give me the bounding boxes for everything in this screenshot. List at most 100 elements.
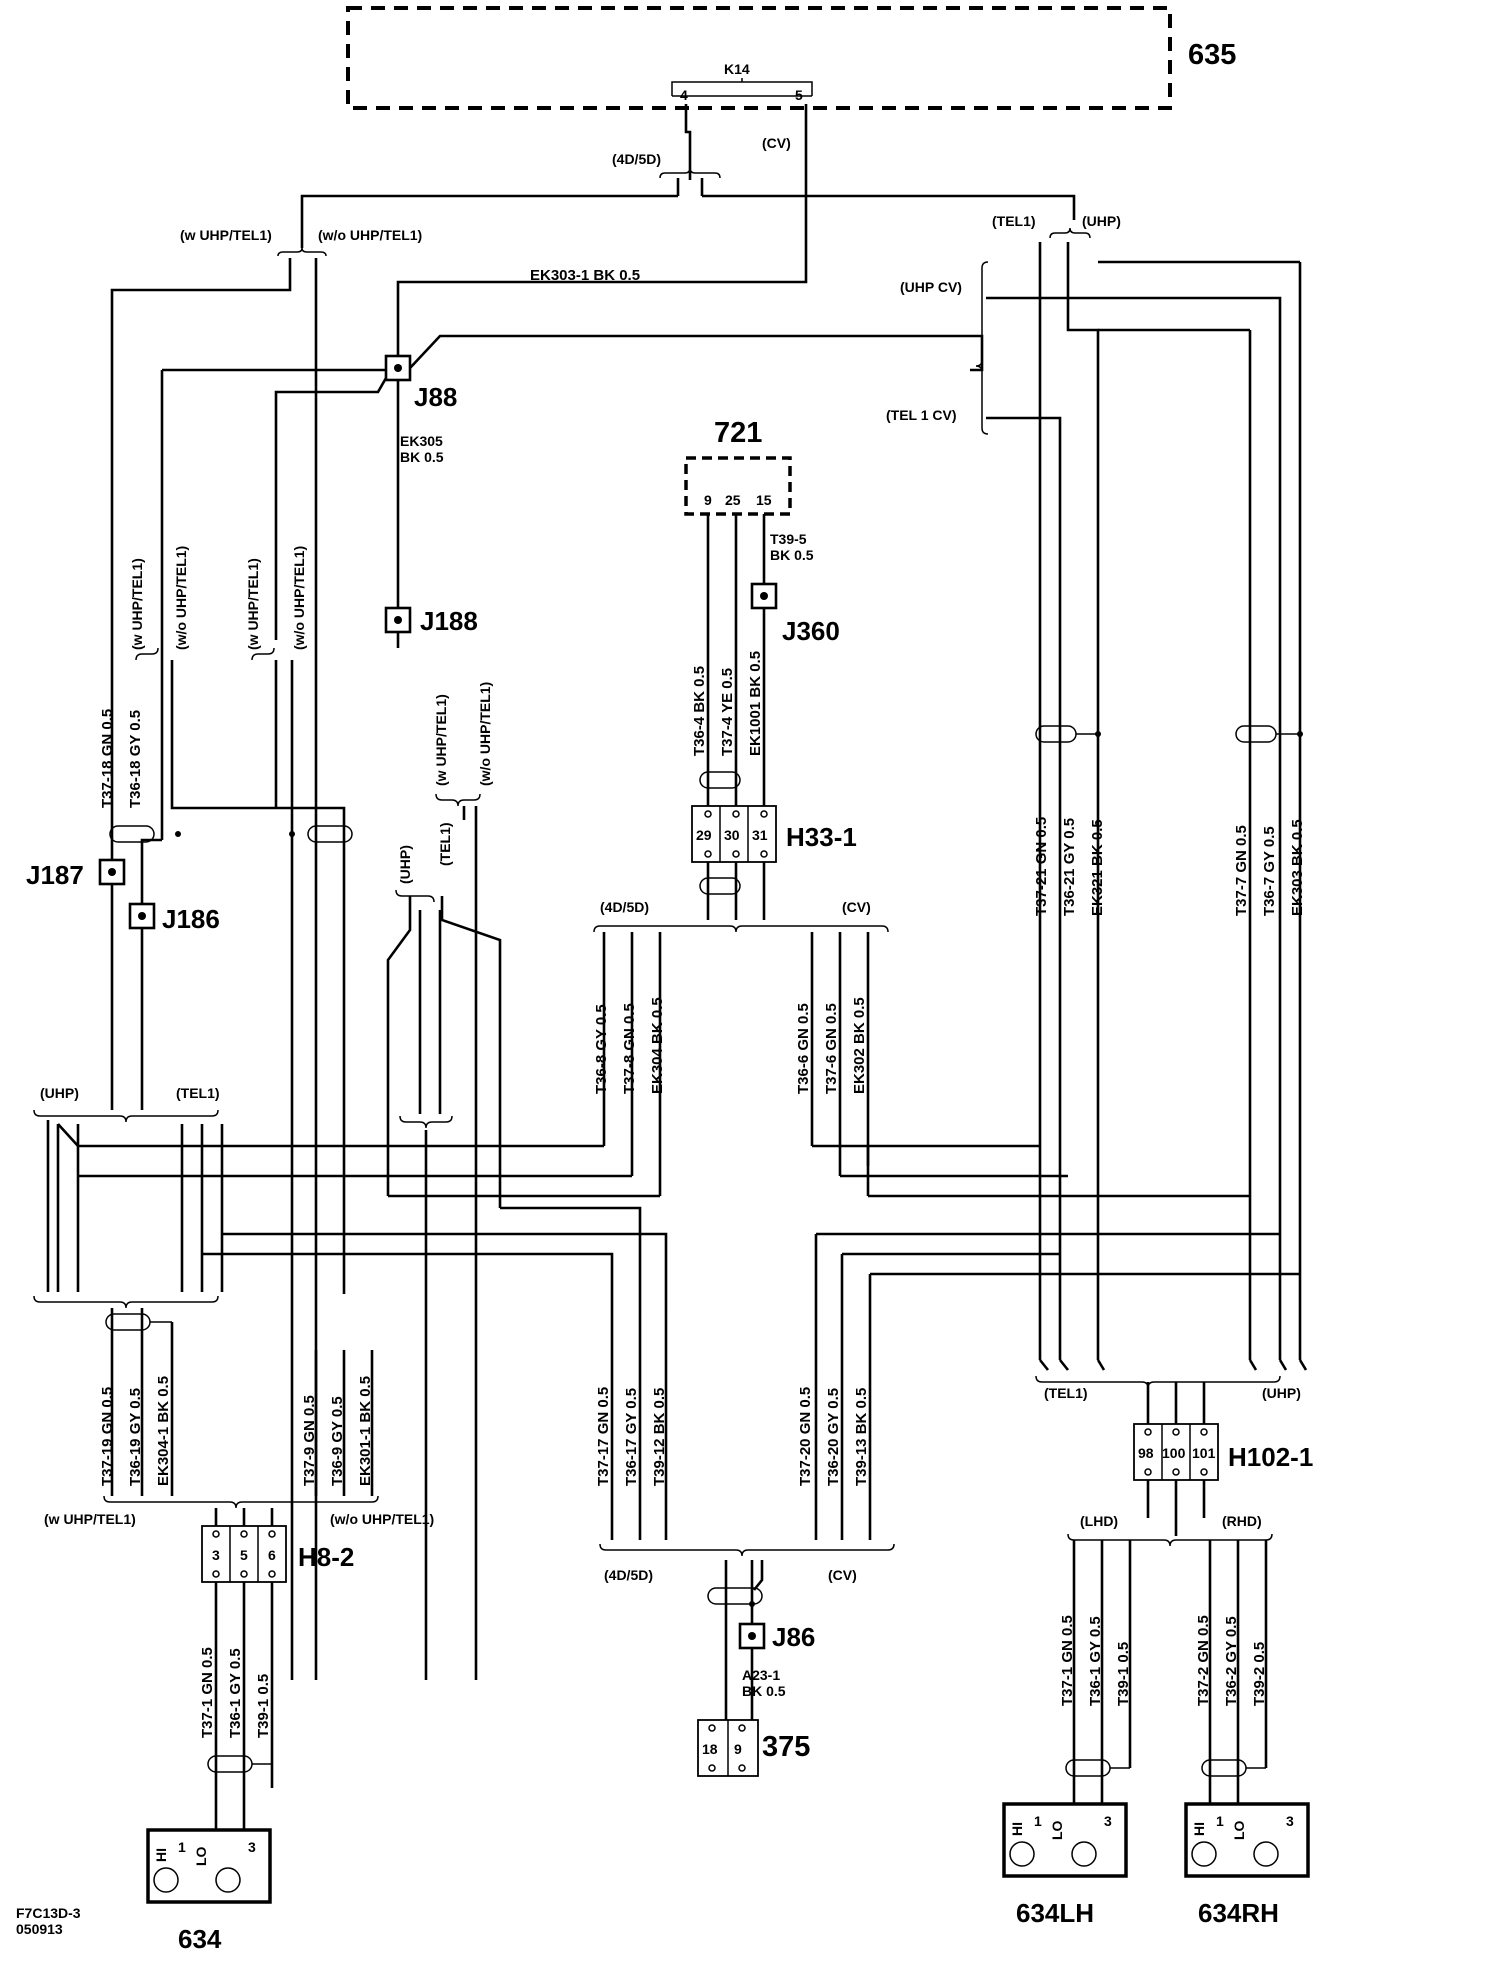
wire-t36-9: T36-9 GY 0.5 xyxy=(329,1396,346,1486)
wire-t36-18: T36-18 GY 0.5 xyxy=(127,710,144,808)
module-375-label: 375 xyxy=(762,1731,810,1763)
wire-t37-6: T37-6 GN 0.5 xyxy=(823,1003,840,1094)
label-cv-top: (CV) xyxy=(762,135,791,151)
label-lhd: (LHD) xyxy=(1080,1513,1118,1529)
m721-pin-15: 15 xyxy=(756,492,772,508)
wire-t39-2-rh: T39-2 0.5 xyxy=(1251,1642,1268,1706)
label-tel1-left: (TEL1) xyxy=(176,1085,220,1101)
svg-text:HI: HI xyxy=(153,1848,169,1862)
h102-pin-98: 98 xyxy=(1138,1445,1154,1461)
h102-pin-101: 101 xyxy=(1192,1445,1216,1461)
label-uhp-left: (UHP) xyxy=(40,1085,79,1101)
connector-k14-label: K14 xyxy=(724,61,750,77)
wire-t37-21: T37-21 GN 0.5 xyxy=(1033,817,1050,916)
h33-pin-29: 29 xyxy=(696,827,712,843)
wire-t39-13: T39-13 BK 0.5 xyxy=(853,1388,870,1486)
label-wo-uhp-tel1-a: (w/o UHP/TEL1) xyxy=(173,546,189,650)
junction-j188-label: J188 xyxy=(420,606,478,636)
k14-pin-5: 5 xyxy=(795,87,803,103)
svg-text:1: 1 xyxy=(1034,1813,1042,1829)
wire-t37-4: T37-4 YE 0.5 xyxy=(719,668,736,756)
label-uhp-right-top: (UHP) xyxy=(1082,213,1121,229)
label-4d5d-bottom: (4D/5D) xyxy=(604,1567,653,1583)
m375-pin-9: 9 xyxy=(734,1741,742,1757)
label-wo-uhp-tel1-b: (w/o UHP/TEL1) xyxy=(291,546,307,650)
wire-ek304: EK304 BK 0.5 xyxy=(649,997,666,1094)
wire-t36-1-left: T36-1 GY 0.5 xyxy=(227,1648,244,1738)
wire-t37-17: T37-17 GN 0.5 xyxy=(595,1387,612,1486)
svg-text:LO: LO xyxy=(1049,1820,1065,1840)
wire-t36-19: T36-19 GY 0.5 xyxy=(127,1388,144,1486)
wire-t36-21: T36-21 GY 0.5 xyxy=(1061,818,1078,916)
microphone-634lh xyxy=(1002,1802,1128,1878)
label-w-uhp-tel1-c: (w UHP/TEL1) xyxy=(433,694,449,786)
label-cv-bottom: (CV) xyxy=(828,1567,857,1583)
junction-j86-label: J86 xyxy=(772,1622,815,1652)
svg-text:3: 3 xyxy=(1104,1813,1112,1829)
connector-h102-1-label: H102-1 xyxy=(1228,1442,1313,1472)
wire-ek321: EK321 BK 0.5 xyxy=(1089,819,1106,916)
wire-a23-1-a: A23-1 xyxy=(742,1667,780,1683)
label-4d5d-top: (4D/5D) xyxy=(612,151,661,167)
wire-t37-1-left: T37-1 GN 0.5 xyxy=(199,1647,216,1738)
wire-t36-1-lh: T36-1 GY 0.5 xyxy=(1087,1616,1104,1706)
microphone-634rh xyxy=(1184,1802,1310,1878)
wire-ek304-1: EK304-1 BK 0.5 xyxy=(155,1376,172,1486)
label-w-uhp-tel1-b: (w UHP/TEL1) xyxy=(245,558,261,650)
h102-pin-100: 100 xyxy=(1162,1445,1186,1461)
microphone-634-capsule xyxy=(153,1867,179,1893)
wire-t36-20: T36-20 GY 0.5 xyxy=(825,1388,842,1486)
wire-t37-20: T37-20 GN 0.5 xyxy=(797,1387,814,1486)
wire-ek303-1: EK303-1 BK 0.5 xyxy=(530,267,640,284)
wire-t37-9: T37-9 GN 0.5 xyxy=(301,1395,318,1486)
connector-h8-2-label: H8-2 xyxy=(298,1542,354,1572)
label-cv-mid: (CV) xyxy=(842,899,871,915)
svg-text:HI: HI xyxy=(1009,1822,1025,1836)
m721-pin-25: 25 xyxy=(725,492,741,508)
m375-pin-18: 18 xyxy=(702,1741,718,1757)
diagram-date: 050913 xyxy=(16,1921,63,1937)
junction-j186-label: J186 xyxy=(162,904,220,934)
label-tel1-bottom-right: (TEL1) xyxy=(1044,1385,1088,1401)
wire-ek301-1: EK301-1 BK 0.5 xyxy=(357,1376,374,1486)
label-w-uhp-tel1-a: (w UHP/TEL1) xyxy=(129,558,145,650)
label-tel1-cv: (TEL 1 CV) xyxy=(886,407,957,423)
wire-t39-12: T39-12 BK 0.5 xyxy=(651,1388,668,1486)
h8-pin-3: 3 xyxy=(212,1547,220,1563)
wire-t36-17: T36-17 GY 0.5 xyxy=(623,1388,640,1486)
wire-t37-19: T37-19 GN 0.5 xyxy=(99,1387,116,1486)
wire-t37-2-rh: T37-2 GN 0.5 xyxy=(1195,1615,1212,1706)
h8-pin-5: 5 xyxy=(240,1547,248,1563)
label-4d5d-mid: (4D/5D) xyxy=(600,899,649,915)
svg-text:3: 3 xyxy=(248,1839,256,1855)
label-wo-uhp-tel1-top: (w/o UHP/TEL1) xyxy=(318,227,422,243)
wire-a23-1-b: BK 0.5 xyxy=(742,1683,786,1699)
m721-pin-9: 9 xyxy=(704,492,712,508)
wire-t37-1-lh: T37-1 GN 0.5 xyxy=(1059,1615,1076,1706)
wire-ek305-a: EK305 xyxy=(400,433,443,449)
wire-t39-1-left: T39-1 0.5 xyxy=(255,1674,272,1738)
h33-pin-30: 30 xyxy=(724,827,740,843)
label-wo-uhp-tel1-c: (w/o UHP/TEL1) xyxy=(477,682,493,786)
wire-t39-1-lh: T39-1 0.5 xyxy=(1115,1642,1132,1706)
junction-j360-label: J360 xyxy=(782,616,840,646)
wire-t36-4: T36-4 BK 0.5 xyxy=(691,666,708,756)
k14-pin-4: 4 xyxy=(680,87,688,103)
svg-text:1: 1 xyxy=(1216,1813,1224,1829)
microphone-634-label: 634 xyxy=(178,1924,222,1954)
h33-pin-31: 31 xyxy=(752,827,768,843)
wire-t37-8: T37-8 GN 0.5 xyxy=(621,1003,638,1094)
wire-ek302: EK302 BK 0.5 xyxy=(851,997,868,1094)
junction-j88-dot xyxy=(394,364,402,372)
label-tel1-mid: (TEL1) xyxy=(437,822,453,866)
diagram-code: F7C13D-3 xyxy=(16,1905,81,1921)
module-721-label: 721 xyxy=(714,417,762,449)
label-tel1-right-top: (TEL1) xyxy=(992,213,1036,229)
label-uhp-mid: (UHP) xyxy=(397,845,413,884)
wire-t36-6: T36-6 GN 0.5 xyxy=(795,1003,812,1094)
wire-t36-2-rh: T36-2 GY 0.5 xyxy=(1223,1616,1240,1706)
module-721-outline xyxy=(684,456,792,516)
svg-text:1: 1 xyxy=(178,1839,186,1855)
wire-t37-7: T37-7 GN 0.5 xyxy=(1233,825,1250,916)
wire-t36-7: T36-7 GY 0.5 xyxy=(1261,826,1278,916)
